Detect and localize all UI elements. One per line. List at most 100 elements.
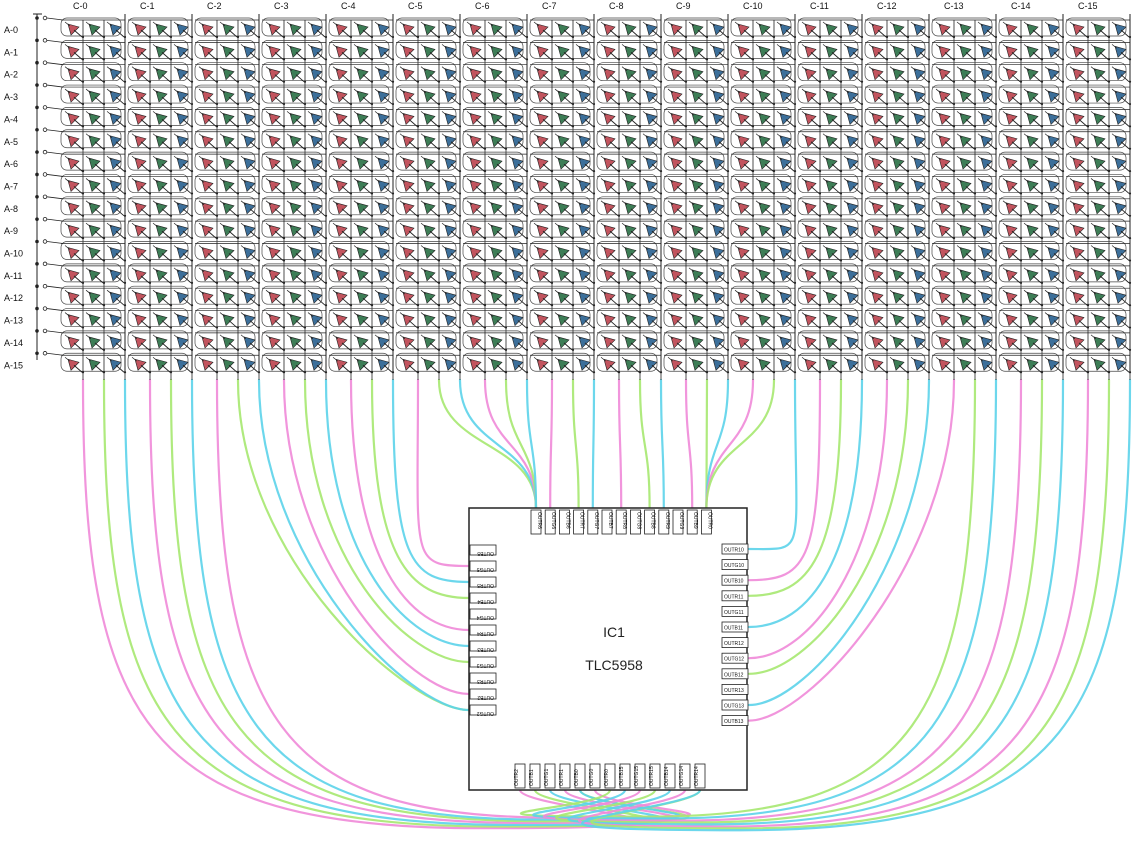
- junction-dot: [148, 58, 152, 61]
- led-lead: [131, 289, 138, 295]
- led-lead: [1099, 364, 1109, 373]
- junction-dot: [550, 304, 554, 307]
- led-lead: [307, 267, 314, 273]
- led-lead: [1011, 29, 1021, 38]
- led-lead: [429, 119, 439, 127]
- junction-dot: [751, 371, 755, 374]
- led-lead: [1032, 96, 1042, 105]
- junction-dot: [839, 348, 843, 351]
- junction-dot: [638, 170, 642, 173]
- junction-dot: [458, 259, 462, 262]
- junction-dot: [684, 192, 688, 195]
- led-lead: [935, 200, 942, 206]
- led-lead: [919, 230, 929, 239]
- junction-dot: [148, 326, 152, 329]
- junction-dot: [483, 371, 487, 374]
- junction-dot: [839, 125, 843, 128]
- led-lead: [898, 29, 908, 38]
- junction-dot: [525, 58, 529, 61]
- junction-dot: [906, 125, 910, 128]
- led-lead: [496, 186, 506, 194]
- led-lead: [286, 245, 293, 250]
- led-lead: [131, 312, 138, 317]
- led-lead: [1111, 334, 1118, 340]
- led-lead: [152, 21, 159, 27]
- junction-dot: [504, 304, 508, 307]
- junction-dot: [592, 102, 596, 106]
- led-lead: [1011, 74, 1021, 83]
- junction-dot: [638, 304, 642, 307]
- ic-pin-right: [721, 606, 749, 617]
- led-lead: [600, 66, 607, 71]
- led-lead: [584, 163, 594, 172]
- led-lead: [755, 111, 762, 116]
- junction-dot: [324, 281, 328, 284]
- junction-dot: [705, 371, 709, 374]
- led-lead: [496, 342, 506, 351]
- led-lead: [173, 66, 180, 71]
- led-lead: [441, 133, 448, 139]
- junction-dot: [1019, 35, 1023, 39]
- led-lead: [651, 119, 661, 127]
- led-lead: [140, 208, 150, 217]
- led-lead: [219, 267, 226, 273]
- led-lead: [198, 312, 205, 317]
- junction-dot: [906, 214, 910, 217]
- led-lead: [868, 200, 875, 206]
- ic-pin-left: [469, 656, 497, 668]
- junction-dot: [952, 214, 956, 217]
- junction-dot: [772, 147, 776, 150]
- led-lead: [408, 364, 418, 373]
- led-lead: [831, 364, 841, 373]
- junction-dot: [282, 326, 286, 329]
- led-lead: [286, 178, 293, 183]
- led-lead: [508, 66, 515, 71]
- junction-dot: [751, 58, 755, 61]
- led-lead: [944, 29, 954, 38]
- led-lead: [1120, 119, 1130, 127]
- led-lead: [889, 267, 896, 273]
- led-lead: [801, 133, 808, 139]
- junction-dot: [81, 147, 85, 150]
- led-lead: [115, 208, 125, 217]
- led-lead: [152, 245, 159, 250]
- led-lead: [85, 356, 92, 362]
- led-lead: [1011, 230, 1021, 239]
- led-lead: [295, 253, 305, 261]
- connection-wire: [747, 378, 910, 675]
- led-lead: [295, 119, 305, 127]
- led-lead: [420, 88, 427, 94]
- junction-dot: [437, 281, 441, 284]
- led-lead: [944, 297, 954, 306]
- led-lead: [466, 66, 473, 71]
- junction-dot: [793, 170, 797, 173]
- led-lead: [429, 297, 439, 306]
- led-lead: [207, 230, 217, 239]
- junction-dot: [839, 170, 843, 173]
- led-lead: [810, 297, 820, 306]
- led-lead: [734, 289, 741, 295]
- row-stub: [46, 352, 64, 356]
- led-lead: [965, 141, 975, 150]
- led-lead: [542, 163, 552, 172]
- led-lead: [249, 52, 259, 60]
- junction-dot: [927, 304, 931, 307]
- led-lead: [429, 230, 439, 239]
- led-lead: [94, 29, 104, 38]
- junction-dot: [906, 192, 910, 195]
- led-lead: [295, 364, 305, 373]
- led-lead: [956, 356, 963, 362]
- ic-pin-right: [721, 684, 749, 695]
- led-lead: [475, 208, 485, 217]
- led-lead: [152, 133, 159, 139]
- junction-dot: [102, 371, 106, 374]
- led-lead: [115, 342, 125, 351]
- junction-dot: [793, 237, 797, 240]
- junction-dot: [391, 214, 395, 217]
- junction-dot: [1107, 214, 1111, 217]
- junction-dot: [994, 348, 998, 351]
- ic-pin-label: OUTR11: [724, 594, 744, 600]
- led-lead: [977, 289, 984, 295]
- ic-pin-top: [658, 509, 670, 535]
- led-lead: [240, 44, 247, 49]
